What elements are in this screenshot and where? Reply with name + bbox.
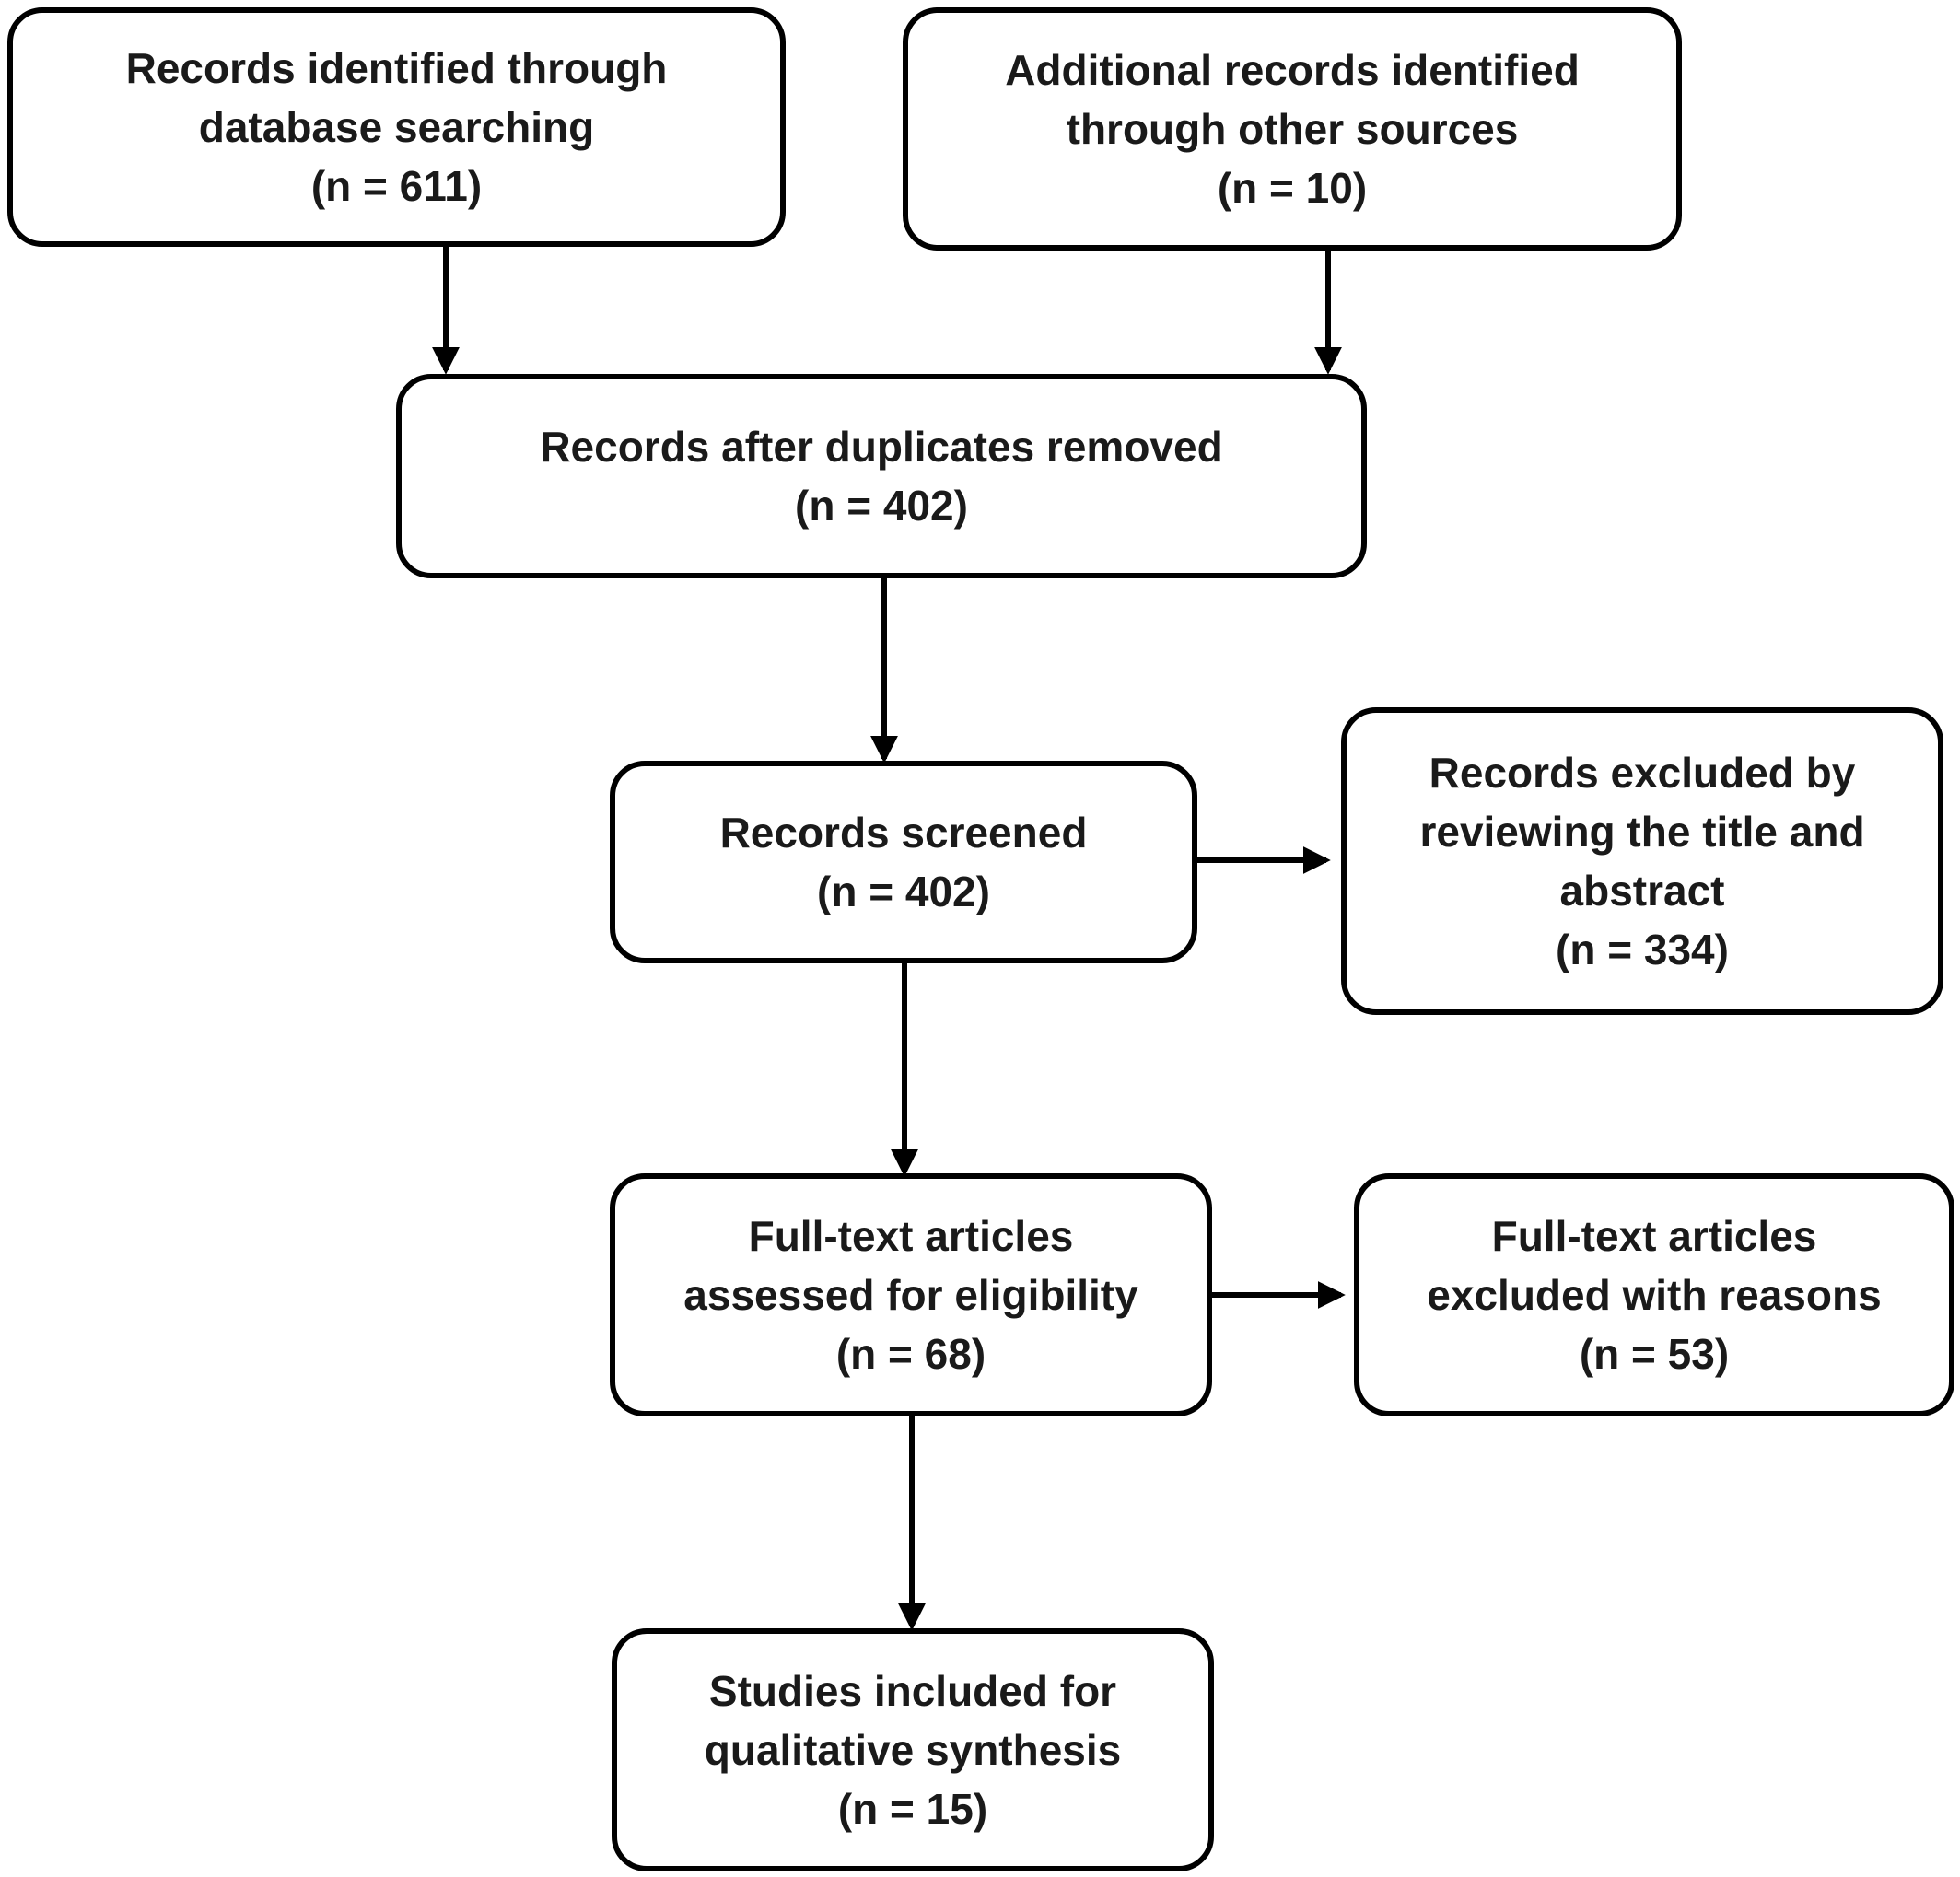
records-excluded-box: Records excluded by reviewing the title … — [1341, 707, 1943, 1015]
records-screened-box: Records screened (n = 402) — [610, 761, 1197, 963]
after-duplicates-line-1: Records after duplicates removed — [540, 423, 1223, 471]
records-database-line-2: database searching — [198, 103, 595, 151]
studies-included-line-2: qualitative synthesis — [704, 1726, 1122, 1774]
full-text-assessed-box: Full-text articles assessed for eligibil… — [610, 1173, 1212, 1416]
other-sources-line-2: through other sources — [1066, 105, 1519, 153]
other-sources-line-1: Additional records identified — [1005, 46, 1580, 94]
other-sources-count: (n = 10) — [1217, 164, 1368, 212]
studies-included-box: Studies included for qualitative synthes… — [612, 1628, 1214, 1871]
full-text-excluded-line-1: Full-text articles — [1491, 1212, 1817, 1260]
records-screened-count: (n = 402) — [817, 868, 990, 915]
after-duplicates-box: Records after duplicates removed (n = 40… — [396, 374, 1367, 578]
records-database-box: Records identified through database sear… — [7, 7, 786, 247]
full-text-assessed-line-2: assessed for eligibility — [683, 1271, 1138, 1319]
records-excluded-line-2: reviewing the title and — [1419, 808, 1865, 856]
records-screened-line-1: Records screened — [719, 809, 1088, 857]
full-text-assessed-line-1: Full-text articles — [748, 1212, 1074, 1260]
records-database-count: (n = 611) — [310, 162, 483, 210]
studies-included-line-1: Studies included for — [708, 1667, 1117, 1715]
records-excluded-count: (n = 334) — [1556, 926, 1729, 973]
after-duplicates-count: (n = 402) — [795, 482, 968, 530]
full-text-assessed-count: (n = 68) — [835, 1330, 986, 1378]
records-excluded-line-3: abstract — [1559, 867, 1725, 915]
full-text-excluded-count: (n = 53) — [1579, 1330, 1730, 1378]
records-excluded-line-1: Records excluded by — [1429, 749, 1856, 797]
other-sources-box: Additional records identified through ot… — [903, 7, 1682, 251]
full-text-excluded-line-2: excluded with reasons — [1427, 1271, 1882, 1319]
studies-included-count: (n = 15) — [837, 1785, 988, 1833]
full-text-excluded-box: Full-text articles excluded with reasons… — [1354, 1173, 1954, 1416]
records-database-line-1: Records identified through — [125, 44, 668, 92]
